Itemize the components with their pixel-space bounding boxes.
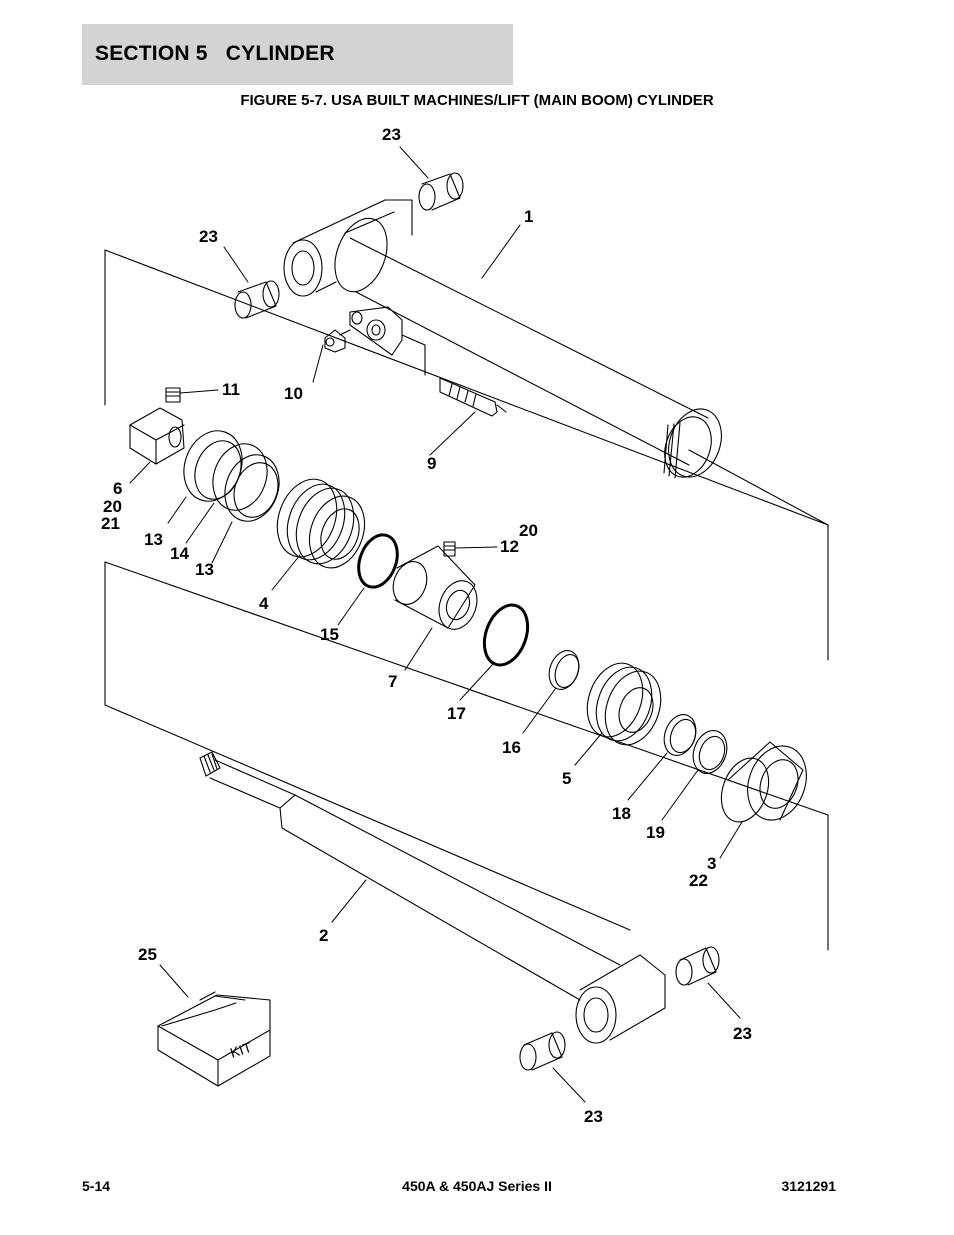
callout-14: 14: [170, 544, 189, 563]
head-block-part-6: [129, 387, 185, 465]
spacer-part-7: [392, 541, 478, 630]
bushing-part-23-top: [418, 172, 464, 211]
callout-10: 10: [284, 384, 303, 403]
callout-5: 5: [562, 769, 571, 788]
assembly-guide-lines: [104, 249, 829, 951]
callout-17: 17: [447, 704, 466, 723]
page-number: 5-14: [82, 1178, 111, 1194]
callout-20-right: 20: [519, 521, 538, 540]
callout-4: 4: [259, 594, 269, 613]
fitting-part-10: [324, 329, 351, 353]
o-ring-part-15: [357, 533, 399, 589]
callout-22: 22: [689, 871, 708, 890]
callout-25: 25: [138, 945, 157, 964]
callout-23-top: 23: [382, 125, 401, 144]
callout-1: 1: [524, 207, 533, 226]
section-title: SECTION 5 CYLINDER: [95, 42, 335, 65]
callout-21: 21: [101, 514, 120, 533]
callout-13-a: 13: [144, 530, 163, 549]
seal-rings-parts-18-19: [663, 714, 728, 774]
callout-20-left: 20: [103, 497, 122, 516]
document-number: 3121291: [781, 1178, 836, 1194]
callout-leaders: [129, 146, 743, 1103]
cartridge-valve-part-9: [439, 377, 507, 417]
callout-9: 9: [427, 454, 436, 473]
callout-numbers: 23 1 23 11 10 9 6 20 21 13 14 13 20 12 4…: [101, 125, 752, 1126]
nut-part-3: [720, 741, 807, 823]
callout-7: 7: [388, 672, 397, 691]
callout-15: 15: [320, 625, 339, 644]
callout-19: 19: [646, 823, 665, 842]
wear-ring-part-16: [548, 650, 580, 690]
callout-13-b: 13: [195, 560, 214, 579]
bushing-part-23-left: [234, 280, 280, 319]
callout-23-left: 23: [199, 227, 218, 246]
cylinder-head-part-4: [276, 478, 366, 569]
o-ring-part-17: [482, 603, 530, 667]
callout-3: 3: [707, 854, 716, 873]
callout-23-bottom: 23: [584, 1107, 603, 1126]
callout-23-right: 23: [733, 1024, 752, 1043]
model-name: 450A & 450AJ Series II: [402, 1178, 552, 1194]
callout-16: 16: [502, 738, 521, 757]
piston-part-5: [586, 662, 662, 746]
bushing-part-23-bottom: [519, 1031, 566, 1071]
seal-kit-box-part-25: [157, 991, 271, 1087]
callout-18: 18: [612, 804, 631, 823]
callout-12: 12: [500, 537, 519, 556]
backup-ring-and-wiper-parts: [183, 430, 280, 522]
callout-6: 6: [113, 479, 122, 498]
callout-11: 11: [222, 380, 240, 399]
figure-title: FIGURE 5-7. USA BUILT MACHINES/LIFT (MAI…: [240, 92, 714, 109]
piston-rod-part-2: [199, 751, 666, 1044]
bushing-part-23-right: [675, 946, 720, 986]
callout-2: 2: [319, 926, 328, 945]
cylinder-barrel-part: [283, 199, 829, 526]
section-header-box: [82, 24, 513, 85]
kit-label: KIT: [228, 1039, 254, 1061]
